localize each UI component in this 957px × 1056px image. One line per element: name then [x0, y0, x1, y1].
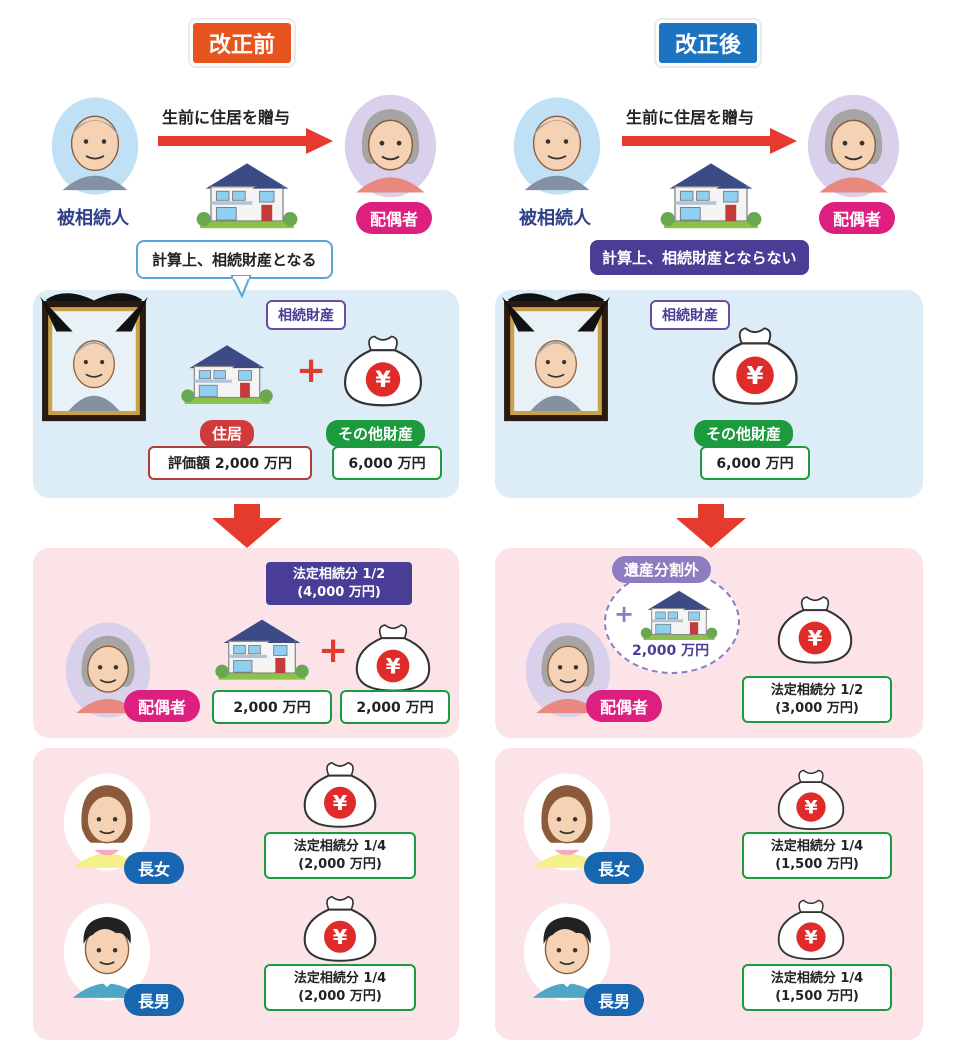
- spouse-money-amount: 2,000 万円: [340, 690, 450, 724]
- spouse-share: 法定相続分 1/2 (4,000 万円): [266, 562, 412, 606]
- plus-sign: +: [318, 630, 349, 671]
- son-share-title: 法定相続分 1/4: [293, 971, 387, 986]
- son-label: 長男: [584, 984, 645, 1016]
- elderly-man-icon: [50, 96, 140, 196]
- gift-arrow: [158, 128, 333, 154]
- memorial-portrait-icon: [500, 282, 612, 432]
- estate-callout: 計算上、相続財産とならない: [590, 240, 809, 275]
- spouse-label: 配偶者: [124, 690, 201, 722]
- daughter-label: 長女: [584, 852, 645, 884]
- elderly-woman-icon: [343, 93, 438, 199]
- money-bag-icon: [712, 327, 798, 405]
- other-assets-head: その他財産: [326, 420, 426, 447]
- down-arrow: [676, 504, 746, 548]
- house-value: 評価額 2,000 万円: [148, 446, 312, 480]
- daughter-share-title: 法定相続分 1/4: [293, 839, 387, 854]
- money-bag-icon: [303, 761, 377, 828]
- house-icon: [195, 162, 299, 229]
- son-share-amount: (2,000 万円): [298, 988, 382, 1004]
- son-share-amount: (1,500 万円): [775, 988, 859, 1004]
- money-bag-icon: [777, 769, 845, 830]
- other-assets-value: 6,000 万円: [700, 446, 810, 480]
- spouse-share-amount: (3,000 万円): [775, 700, 859, 716]
- spouse-house-amount: 2,000 万円: [212, 690, 332, 724]
- elderly-woman-icon: [806, 93, 901, 199]
- after-title: 改正後: [656, 20, 761, 66]
- estate-tag: 相続財産: [266, 300, 346, 330]
- daughter-share-amount: (2,000 万円): [298, 856, 382, 872]
- gift-label: 生前に住居を贈与: [162, 108, 291, 127]
- daughter-share-amount: (1,500 万円): [775, 856, 859, 872]
- spouse-share: 法定相続分 1/2 (3,000 万円): [742, 676, 892, 724]
- money-bag-icon: [343, 335, 423, 407]
- gift-arrow: [622, 128, 797, 154]
- house-icon: [180, 344, 274, 405]
- daughter-share: 法定相続分 1/4 (1,500 万円): [742, 832, 892, 880]
- excluded-amount: 2,000 万円: [632, 643, 710, 659]
- spouse-share-title: 法定相続分 1/2: [770, 683, 864, 698]
- plus-sign: +: [614, 600, 635, 628]
- gift-label: 生前に住居を贈与: [626, 108, 755, 127]
- house-icon: [640, 590, 718, 641]
- other-assets-head: その他財産: [694, 420, 794, 447]
- son-share: 法定相続分 1/4 (2,000 万円): [264, 964, 416, 1012]
- son-label: 長男: [124, 984, 185, 1016]
- decedent-label: 被相続人: [57, 208, 129, 229]
- estate-tag: 相続財産: [650, 300, 730, 330]
- spouse-label: 配偶者: [356, 202, 433, 234]
- money-bag-icon: [303, 895, 377, 962]
- excluded-tag: 遺産分割外: [612, 556, 712, 583]
- elderly-man-icon: [512, 96, 602, 196]
- daughter-share-title: 法定相続分 1/4: [770, 839, 864, 854]
- plus-sign: +: [296, 350, 327, 391]
- son-share-title: 法定相続分 1/4: [770, 971, 864, 986]
- money-bag-icon: [777, 595, 853, 664]
- son-share: 法定相続分 1/4 (1,500 万円): [742, 964, 892, 1012]
- house-head: 住居: [200, 420, 255, 447]
- spouse-share-amount: (4,000 万円): [297, 584, 381, 600]
- down-arrow: [212, 504, 282, 548]
- spouse-share-title: 法定相続分 1/2: [292, 567, 386, 582]
- daughter-share: 法定相続分 1/4 (2,000 万円): [264, 832, 416, 880]
- money-bag-icon: [355, 623, 431, 692]
- estate-callout: 計算上、相続財産となる: [136, 240, 333, 279]
- spouse-label: 配偶者: [819, 202, 896, 234]
- money-bag-icon: [777, 899, 845, 960]
- house-icon: [214, 618, 310, 681]
- daughter-label: 長女: [124, 852, 185, 884]
- before-title: 改正前: [190, 20, 295, 66]
- other-assets-value: 6,000 万円: [332, 446, 442, 480]
- callout-pointer: [230, 275, 252, 299]
- memorial-portrait-icon: [38, 282, 150, 432]
- house-icon: [659, 162, 763, 229]
- spouse-label: 配偶者: [586, 690, 663, 722]
- decedent-label: 被相続人: [519, 208, 591, 229]
